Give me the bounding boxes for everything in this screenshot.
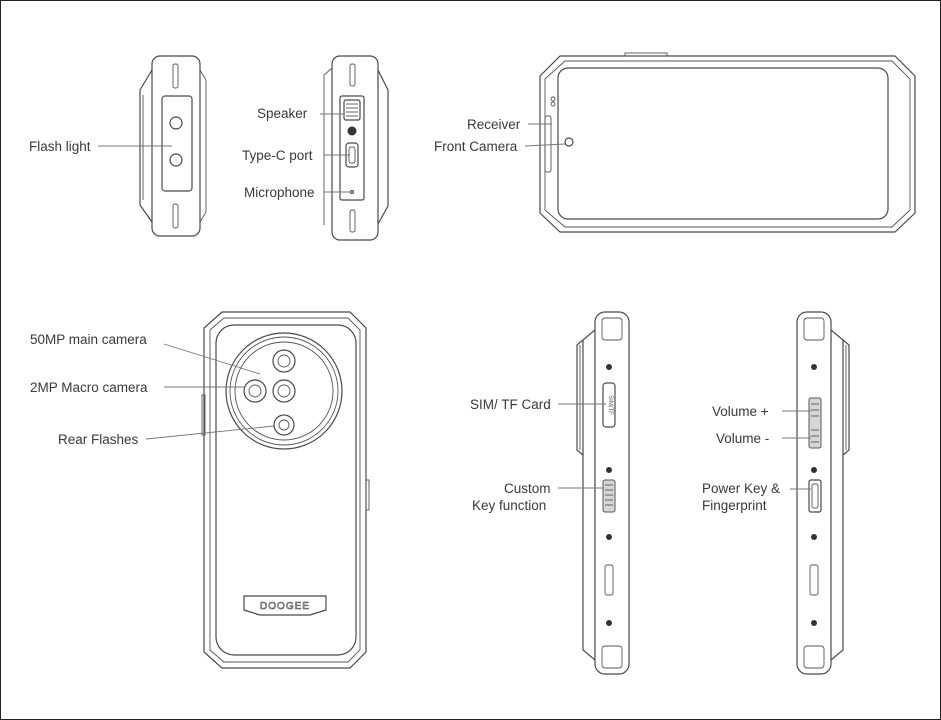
label-volume-down: Volume - xyxy=(716,431,769,446)
custom-key xyxy=(602,479,616,513)
right-bottom-grip xyxy=(803,645,825,669)
leader-main-camera xyxy=(163,343,261,375)
screw xyxy=(606,467,612,473)
label-type-c-port: Type-C port xyxy=(242,148,313,163)
rear-panel xyxy=(215,324,357,656)
flash-light-led-2 xyxy=(169,153,183,167)
left-side-body xyxy=(594,311,630,675)
screw xyxy=(811,620,817,626)
sim-tf-tray xyxy=(602,382,616,428)
top-groove-2 xyxy=(172,203,179,229)
label-flash-light: Flash light xyxy=(29,139,91,154)
main-camera-lens xyxy=(272,349,296,373)
brand-logo: DOOGEE xyxy=(260,601,310,612)
label-microphone: Microphone xyxy=(244,185,315,200)
microphone-hole xyxy=(349,189,355,195)
front-screen xyxy=(557,67,889,220)
bottom-view-corner xyxy=(323,67,333,76)
left-side-view: SIM/TF xyxy=(576,311,630,675)
left-camera-bump xyxy=(576,339,584,456)
right-side-vent xyxy=(809,564,819,596)
speaker-grille xyxy=(343,99,361,121)
main-camera-lens-inner xyxy=(277,354,291,368)
right-camera-bump xyxy=(842,339,850,456)
power-key-fingerprint xyxy=(808,479,822,513)
screw xyxy=(606,534,612,540)
label-receiver: Receiver xyxy=(467,117,521,132)
flash-light-led-1 xyxy=(169,116,183,130)
speaker-dot xyxy=(347,126,357,136)
port-panel xyxy=(339,95,365,201)
label-sim-tf-card: SIM/ TF Card xyxy=(470,397,551,412)
rear-flash xyxy=(273,414,295,436)
screw xyxy=(606,364,612,370)
camera-bump-edge xyxy=(139,69,153,223)
side-key-front xyxy=(544,115,552,173)
camera-ring-inner xyxy=(229,336,339,446)
bottom-view-ports xyxy=(323,55,389,241)
right-side-body xyxy=(796,311,832,675)
camera-ring-outer xyxy=(225,332,343,450)
receiver-dot-1 xyxy=(550,96,556,102)
front-view xyxy=(539,52,916,233)
rear-side-key xyxy=(201,394,206,436)
logo-plate xyxy=(243,595,327,616)
bottom-groove-1 xyxy=(349,63,356,87)
leader-front-camera xyxy=(524,143,566,147)
third-camera-lens-inner xyxy=(277,384,291,398)
screw xyxy=(606,620,612,626)
left-side-edge xyxy=(582,329,596,661)
top-key-front xyxy=(624,52,668,57)
left-bottom-grip xyxy=(601,645,623,669)
top-view-corner xyxy=(199,69,207,81)
right-top-grip xyxy=(803,317,825,341)
label-volume-up: Volume + xyxy=(712,404,769,419)
top-groove-1 xyxy=(172,63,179,89)
right-side-view xyxy=(796,311,850,675)
label-custom-key-1: Custom xyxy=(504,481,551,496)
screw xyxy=(811,534,817,540)
sim-tray-text: SIM/TF xyxy=(607,395,613,415)
screw xyxy=(811,467,817,473)
power-key-inner xyxy=(811,483,819,509)
label-main-camera: 50MP main camera xyxy=(30,332,147,347)
label-macro-camera: 2MP Macro camera xyxy=(30,380,148,395)
macro-camera-lens xyxy=(243,379,267,403)
third-camera-lens xyxy=(272,379,296,403)
right-side-edge xyxy=(830,329,844,661)
label-front-camera: Front Camera xyxy=(434,139,518,154)
label-speaker: Speaker xyxy=(257,106,308,121)
front-body-outer xyxy=(539,55,916,233)
rear-body-outer xyxy=(203,311,367,669)
label-power-key-1: Power Key & xyxy=(702,481,780,496)
macro-camera-lens-inner xyxy=(248,384,262,398)
front-body-inner xyxy=(544,60,911,228)
left-top-grip xyxy=(601,317,623,341)
flash-module xyxy=(161,95,193,192)
rear-flash-inner xyxy=(278,419,290,431)
left-side-vent xyxy=(604,564,614,596)
leader-rear-flashes xyxy=(145,425,275,440)
bottom-groove-2 xyxy=(349,209,356,233)
front-camera-lens xyxy=(564,137,574,147)
top-view-corner-2 xyxy=(199,211,207,223)
label-rear-flashes: Rear Flashes xyxy=(58,432,139,447)
label-custom-key-2: Key function xyxy=(472,498,546,513)
receiver-dot-2 xyxy=(550,101,556,107)
bottom-view-body xyxy=(331,55,379,241)
bottom-view-edge xyxy=(377,69,389,225)
rear-side-key-right xyxy=(365,479,370,511)
camera-ring-core xyxy=(234,341,334,441)
rear-view: DOOGEE xyxy=(201,311,370,669)
screw xyxy=(811,364,817,370)
rear-body-inner xyxy=(209,317,361,663)
volume-rocker xyxy=(808,397,822,449)
label-power-key-2: Fingerprint xyxy=(702,498,767,513)
